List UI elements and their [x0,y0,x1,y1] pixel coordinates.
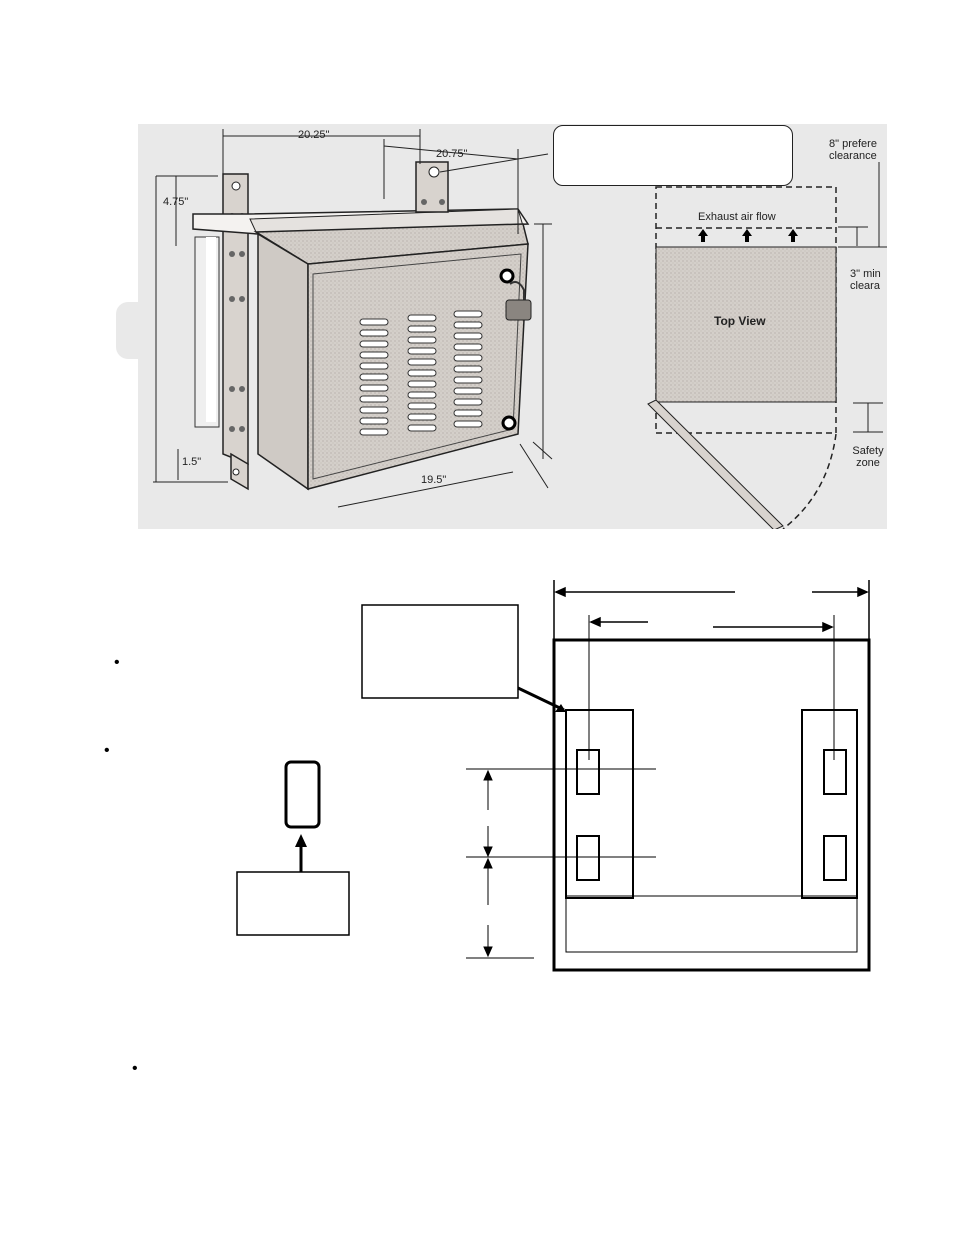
top-view-label: Top View [714,314,766,328]
latch-icon [501,415,517,431]
bullet-2: • [104,742,110,759]
mounting-bracket-left [194,173,249,491]
side-tab [116,302,138,359]
padlock-icon [499,268,532,321]
dim-width-top: 20.25" [298,129,330,141]
min-clearance-label: 3" min clearа [850,268,881,292]
footprint-diagram [236,580,871,972]
enclosure-lid [192,208,530,265]
dim-bottom-offset: 1.5" [182,456,202,468]
enclosure-illustration: 20.25" 20.75" 4.75" 1.5" 19.5" Exhaust a… [138,124,887,531]
preferred-clearance-label: 8" prefere clearance [829,138,877,162]
dimension-lines [153,129,553,508]
bullet-3: • [132,1060,138,1077]
callout-box-top [553,125,793,186]
bullet-1: • [114,654,120,671]
enclosure-drawing [153,129,887,531]
enclosure-front [257,232,529,491]
dim-width-mount: 20.75" [436,148,468,160]
top-view-diagram [647,162,887,531]
dim-height-offset: 4.75" [163,196,189,208]
exhaust-label: Exhaust air flow [698,211,776,223]
vent-louvers [359,310,483,436]
callout-box-bottom [361,604,519,699]
dim-depth: 19.5" [421,474,447,486]
safety-zone-label: Safety zone [852,445,884,469]
mounting-bracket-right [415,161,449,213]
